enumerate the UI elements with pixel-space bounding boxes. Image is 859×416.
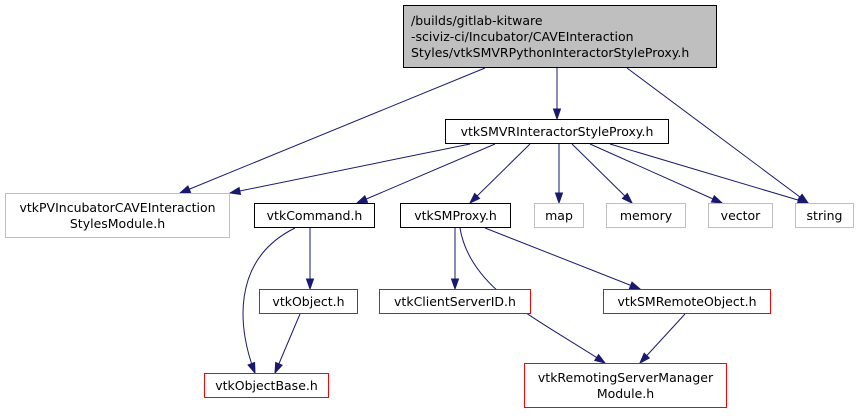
node-vtkobject[interactable]: vtkObject.h	[259, 289, 358, 314]
arrowhead-icon	[468, 192, 481, 205]
node-map: map	[534, 203, 584, 228]
edge-command-to-objectbase	[242, 227, 296, 374]
arrowhead-icon	[554, 192, 564, 205]
node-vtksmremoteobject[interactable]: vtkSMRemoteObject.h	[603, 289, 771, 314]
edge-root-to-module	[179, 67, 486, 194]
node-vtkclientserverid[interactable]: vtkClientServerID.h	[379, 289, 531, 314]
arrowhead-icon	[274, 361, 283, 375]
edge-root-to-string	[626, 67, 809, 204]
node-vtkobjectbase[interactable]: vtkObjectBase.h	[204, 373, 329, 398]
arrowhead-icon	[178, 185, 192, 194]
arrowhead-icon	[247, 361, 256, 375]
node-root-header[interactable]: /builds/gitlab-kitware -sciviz-ci/Incuba…	[403, 5, 717, 68]
node-cave-interaction-styles-module: vtkPVIncubatorCAVEInteraction StylesModu…	[5, 193, 230, 238]
node-vector: vector	[708, 203, 773, 228]
arrowhead-icon	[638, 352, 651, 365]
edge-smproxy-to-remoteobject	[484, 227, 641, 290]
node-vtkcommand[interactable]: vtkCommand.h	[254, 203, 375, 228]
edge-interactorproxy-to-command	[356, 143, 496, 204]
node-vtkremotingservermanager-module[interactable]: vtkRemotingServerManager Module.h	[524, 363, 727, 408]
arrowhead-icon	[228, 186, 242, 196]
edge-remoteobject-to-remotingmodule	[639, 313, 686, 364]
edge-interactorproxy-to-module	[229, 143, 471, 194]
edge-interactorproxy-to-smproxy	[469, 143, 531, 204]
node-vtksmvrinteractorstyleproxy[interactable]: vtkSMVRInteractorStyleProxy.h	[445, 119, 669, 144]
edge-interactorproxy-to-vector	[589, 143, 723, 204]
edge-interactorproxy-to-memory	[571, 143, 633, 204]
edge-object-to-objectbase	[274, 313, 301, 374]
node-memory: memory	[606, 203, 686, 228]
edge-interactorproxy-to-string	[609, 143, 809, 204]
arrowhead-icon	[305, 278, 315, 291]
arrowhead-icon	[593, 353, 607, 364]
arrowhead-icon	[355, 195, 369, 204]
arrowhead-icon	[450, 278, 460, 291]
arrowhead-icon	[621, 192, 634, 205]
arrowhead-icon	[628, 281, 642, 290]
node-vtksmproxy[interactable]: vtkSMProxy.h	[400, 203, 511, 228]
arrowhead-icon	[552, 108, 562, 121]
node-string: string	[795, 203, 854, 228]
arrowhead-icon	[710, 194, 724, 204]
